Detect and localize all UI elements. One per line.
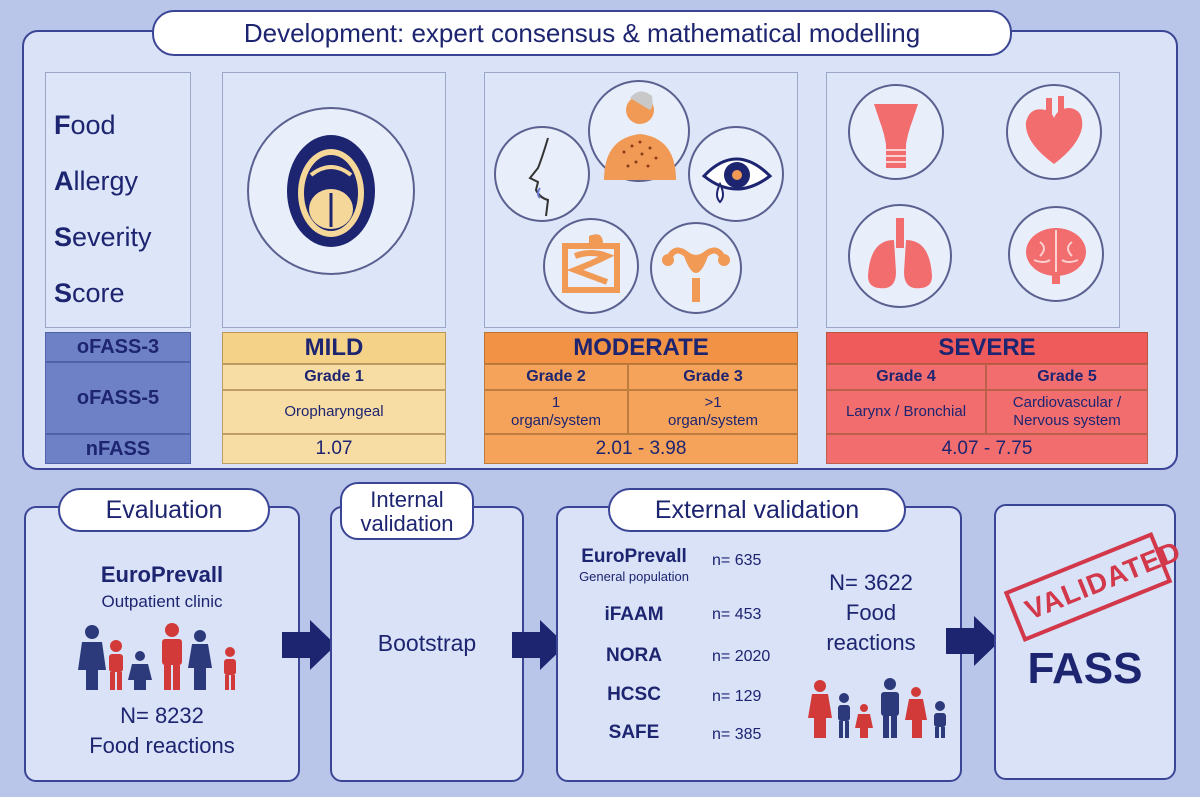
intestine-icon [543,218,639,314]
arrow-right-icon [944,614,1002,668]
evaluation-title: Evaluation [58,488,270,532]
ofass5-label: oFASS-5 [45,362,191,434]
moderate-grade-2: Grade 2 [484,364,628,390]
brain-icon [1008,206,1104,302]
severe-value: 4.07 - 7.75 [826,434,1148,464]
cohort-europrevall: EuroPrevall General population [579,546,689,584]
severe-grade-5: Grade 5 [986,364,1148,390]
moderate-header: MODERATE [484,332,798,364]
moderate-desc-2: 1 organ/system [484,390,628,434]
severe-desc-4: Larynx / Bronchial [826,390,986,434]
cohort-hcsc: HCSC [607,684,661,705]
arrow-right-icon [280,618,338,672]
acronym-allergy: Allergy [54,166,139,196]
evaluation-study: EuroPrevall [100,562,224,587]
uterus-icon [650,222,742,314]
moderate-desc-3: >1 organ/system [628,390,798,434]
ofass3-label: oFASS-3 [45,332,191,362]
family-icon [74,622,250,692]
cohort-nora: NORA [606,645,662,666]
cohort-nora-n: n= 2020 [712,648,771,665]
severe-desc-5: Cardiovascular / Nervous system [986,390,1148,434]
internal-validation-panel [330,506,524,782]
evaluation-setting: Outpatient clinic [101,592,223,611]
evaluation-n: N= 8232 [120,703,204,728]
eye-tear-icon [688,126,784,222]
fass-acronym-box: Food Allergy Severity Score [45,72,191,328]
face-icon [494,126,590,222]
mild-header: MILD [222,332,446,364]
severe-grade-4: Grade 4 [826,364,986,390]
skin-rash-icon [588,80,690,182]
bootstrap-label: Bootstrap [377,630,477,656]
moderate-grade-3: Grade 3 [628,364,798,390]
mild-desc: Oropharyngeal [222,390,446,434]
arrow-right-icon [510,618,568,672]
mild-value: 1.07 [222,434,446,464]
internal-validation-title: Internal validation [340,482,474,540]
mouth-icon [247,107,415,275]
cohort-safe: SAFE [608,722,660,743]
cohort-safe-n: n= 385 [712,726,762,743]
development-title: Development: expert consensus & mathemat… [152,10,1012,56]
family-icon [806,678,952,740]
heart-icon [1006,84,1102,180]
larynx-icon [848,84,944,180]
severe-header: SEVERE [826,332,1148,364]
acronym-food: Food [54,110,116,140]
external-validation-title: External validation [608,488,906,532]
fass-result-label: FASS [1027,644,1143,693]
evaluation-reactions: Food reactions [89,733,235,758]
cohort-ifaam-n: n= 453 [712,606,762,623]
nfass-label: nFASS [45,434,191,464]
result-panel [994,504,1176,780]
cohort-ifaam: iFAAM [604,604,664,625]
mild-grade: Grade 1 [222,364,446,390]
acronym-score: Score [54,278,125,308]
cohort-europrevall-n: n= 635 [712,552,762,569]
external-total: N= 3622 Food reactions [826,570,916,655]
moderate-value: 2.01 - 3.98 [484,434,798,464]
lungs-icon [848,204,952,308]
acronym-severity: Severity [54,222,152,252]
cohort-hcsc-n: n= 129 [712,688,762,705]
